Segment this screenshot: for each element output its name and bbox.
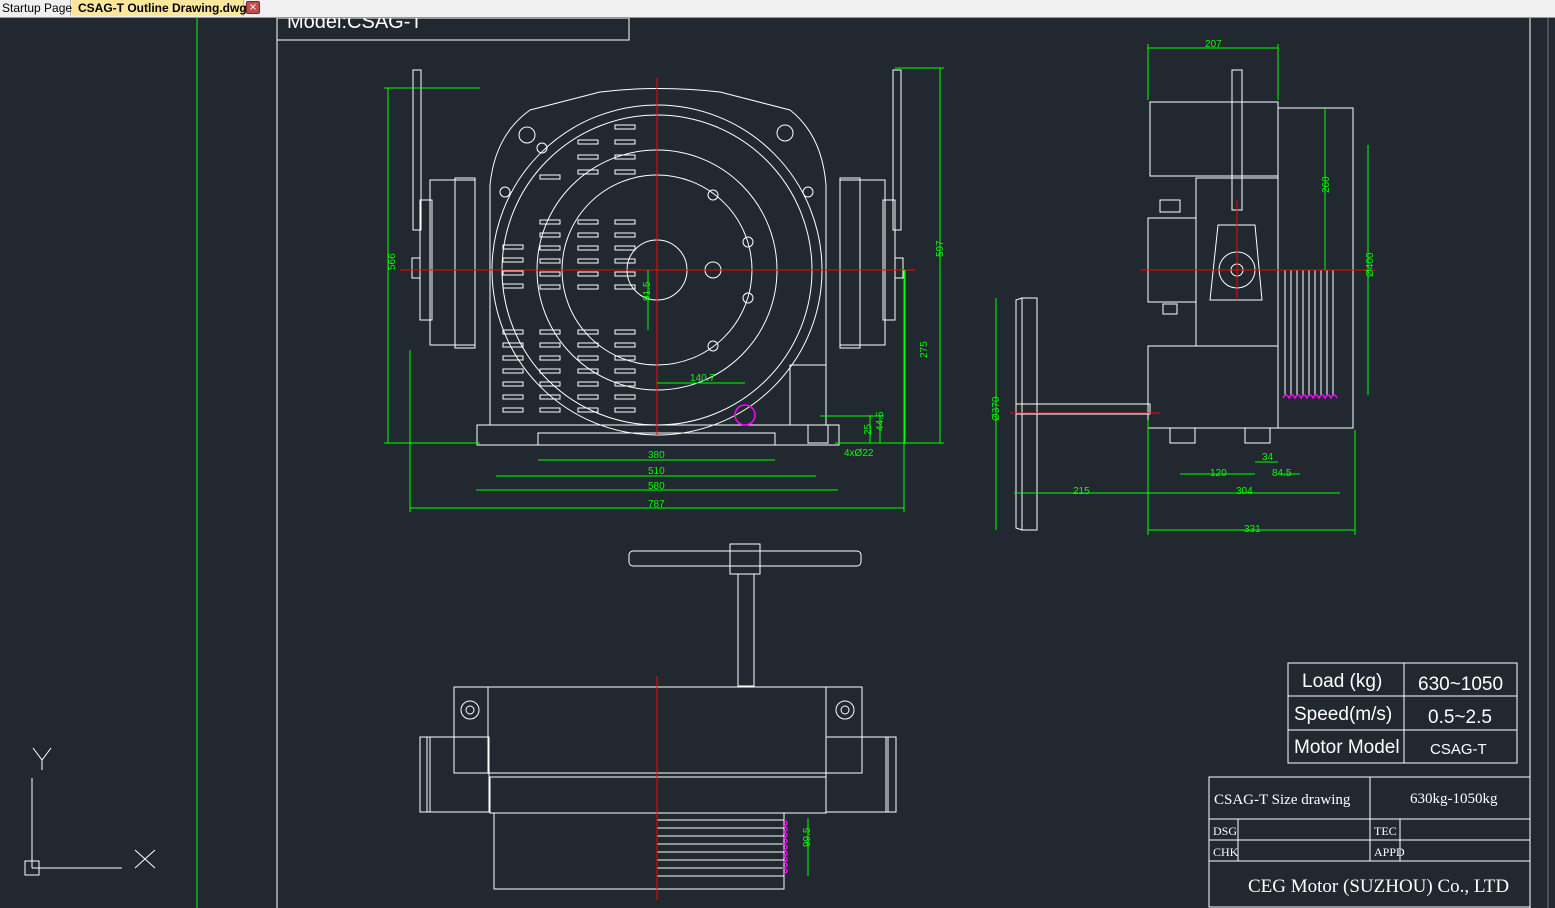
title-block-range: 630kg-1050kg [1410, 791, 1498, 807]
dim-275: 275 [919, 341, 930, 358]
side-dimension-labels: 207 260 Ø400 Ø370 215 304 331 120 34 84.… [991, 39, 1376, 535]
title-block [1208, 776, 1531, 908]
dim-84-5: 84.5 [1272, 468, 1292, 479]
drawing-canvas[interactable]: Model:CSAG-T [0, 18, 1555, 908]
spring-coil-side [1282, 394, 1338, 400]
dim-120: 120 [1210, 468, 1227, 479]
dim-580: 580 [648, 481, 665, 492]
tab-startup-page[interactable]: Startup Page [2, 0, 73, 16]
document-tab-bar: Startup Page CSAG-T Outline Drawing.dwg … [0, 0, 1555, 18]
title-block-appd: APPD [1374, 845, 1405, 859]
ucs-icon [24, 747, 156, 876]
cad-drawing: Model:CSAG-T [24, 18, 1549, 908]
title-block-tec: TEC [1374, 824, 1397, 838]
title-block-dsg: DSG [1213, 824, 1237, 838]
dim-510: 510 [648, 466, 665, 477]
model-header-text: Model:CSAG-T [287, 18, 423, 33]
side-dimension-lines [995, 44, 1369, 535]
model-header-box [276, 18, 630, 41]
title-block-title: CSAG-T Size drawing [1214, 792, 1351, 808]
lifting-eye [734, 404, 756, 426]
close-tab-icon[interactable]: × [246, 1, 260, 14]
left-brake [411, 69, 476, 349]
dim-331: 331 [1244, 524, 1261, 535]
dim-566: 566 [387, 253, 398, 270]
cooling-fins [1284, 270, 1334, 395]
spec-speed-value: 0.5~2.5 [1428, 707, 1492, 728]
front-dimension-lines [384, 67, 944, 512]
spec-load-label: Load (kg) [1302, 671, 1382, 692]
side-view [1015, 69, 1354, 531]
spec-table-text: Load (kg) 630~1050 Speed(m/s) 0.5~2.5 Mo… [1294, 671, 1503, 758]
spec-model-value: CSAG-T [1430, 741, 1487, 758]
dim-34: 34 [1262, 452, 1274, 463]
dim-597: 597 [935, 240, 946, 257]
title-block-text: CSAG-T Size drawing 630kg-1050kg DSG TEC… [1213, 791, 1509, 897]
spec-table [1287, 662, 1518, 764]
tab-csag-t-outline-drawing[interactable]: CSAG-T Outline Drawing.dwg [72, 0, 247, 16]
right-brake [839, 69, 904, 349]
dim-380: 380 [648, 450, 665, 461]
dim-215: 215 [1073, 486, 1090, 497]
dim-304: 304 [1236, 486, 1253, 497]
ventilation-slots [502, 124, 636, 413]
dim-99-5: 99.5 [802, 827, 813, 847]
dim-787: 787 [648, 499, 665, 510]
dim-370: Ø370 [991, 396, 1002, 421]
dim-207: 207 [1205, 39, 1222, 50]
dim-44-5: 44.5 [875, 411, 886, 431]
side-centerlines [1010, 200, 1375, 414]
spec-model-label: Motor Model [1294, 737, 1400, 758]
spec-speed-label: Speed(m/s) [1294, 704, 1392, 725]
dim-91-5: 91.5 [642, 281, 653, 301]
front-dimension-labels: 566 597 275 91.5 140.7 380 510 580 787 2… [387, 240, 946, 510]
dim-400: Ø400 [1365, 252, 1376, 277]
front-centerlines [400, 78, 915, 435]
title-block-chk: CHK [1213, 845, 1239, 859]
dim-260: 260 [1321, 176, 1332, 193]
bottom-fins [657, 819, 784, 877]
title-block-company: CEG Motor (SUZHOU) Co., LTD [1248, 876, 1509, 897]
dim-4x22: 4xØ22 [844, 448, 874, 459]
spec-load-value: 630~1050 [1418, 674, 1503, 695]
dim-25: 25 [863, 423, 874, 435]
spring-coil-bottom [782, 819, 788, 875]
top-view [419, 543, 897, 890]
dim-140-7: 140.7 [690, 373, 715, 384]
